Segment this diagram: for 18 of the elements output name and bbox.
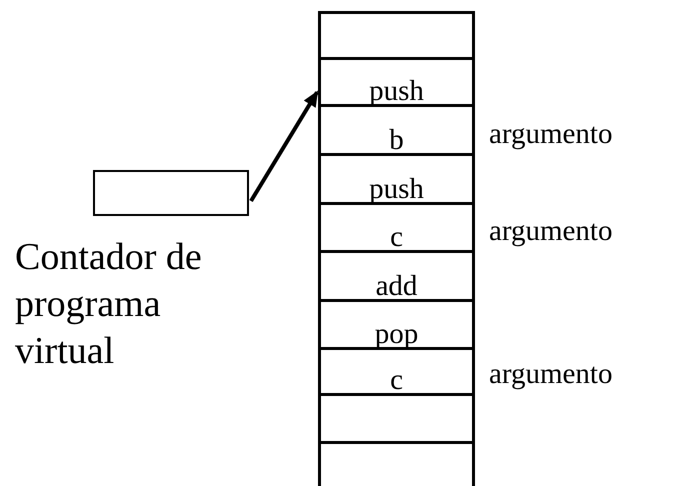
memory-cell: [318, 11, 475, 57]
memory-cell: [318, 250, 475, 299]
memory-cell: [318, 153, 475, 202]
memory-cell: [318, 393, 475, 441]
counter-caption: Contador de programa virtual: [15, 235, 203, 374]
memory-cell: [318, 299, 475, 347]
instruction-text: b: [389, 126, 404, 155]
argument-label: argumento: [489, 215, 612, 248]
instruction-text: add: [376, 272, 418, 301]
argument-label: argumento: [489, 358, 612, 391]
memory-cell: [318, 57, 475, 104]
argument-label: argumento: [489, 118, 612, 151]
instruction-text: push: [369, 175, 424, 204]
arrow: [249, 90, 319, 202]
instruction-text: push: [369, 77, 424, 106]
instruction-text: c: [390, 223, 403, 252]
memory-cell: [318, 441, 475, 486]
instruction-text: c: [390, 366, 403, 395]
